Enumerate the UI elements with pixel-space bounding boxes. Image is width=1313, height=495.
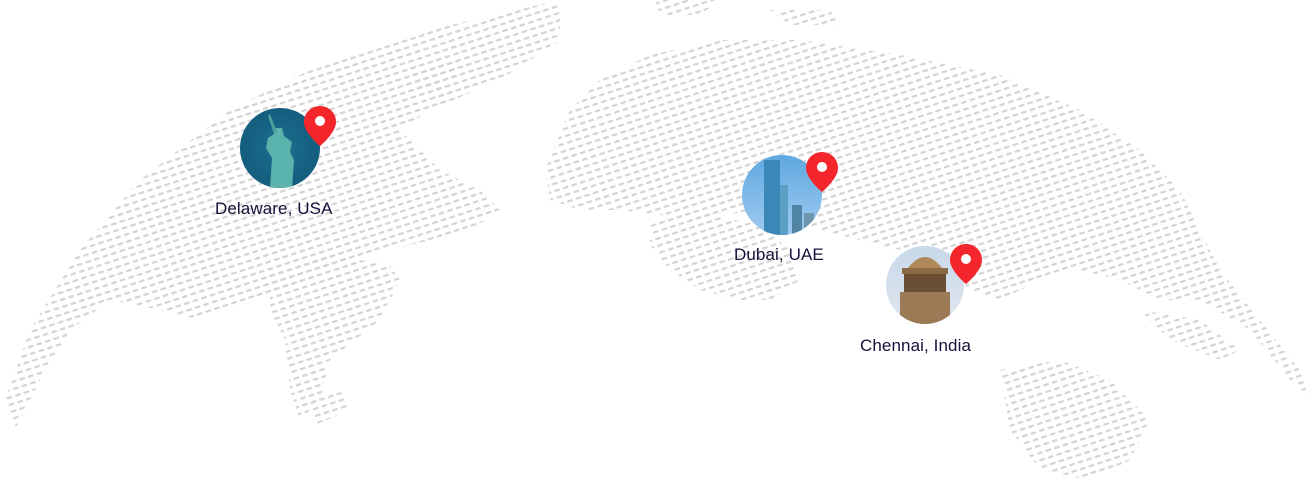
tower-icon (900, 257, 950, 324)
location-label: Delaware, USA (215, 199, 333, 218)
location-marker-delaware[interactable]: Delaware, USA (215, 92, 375, 222)
location-label: Dubai, UAE (734, 245, 824, 264)
statue-icon (266, 114, 294, 188)
location-marker-dubai[interactable]: Dubai, UAE (730, 132, 870, 272)
skyscraper-icon (764, 160, 814, 235)
location-label: Chennai, India (860, 336, 972, 355)
location-pin-icon (950, 244, 982, 284)
location-pin-icon (304, 106, 336, 146)
location-pin-icon (806, 152, 838, 192)
location-marker-chennai[interactable]: Chennai, India (855, 230, 1015, 360)
